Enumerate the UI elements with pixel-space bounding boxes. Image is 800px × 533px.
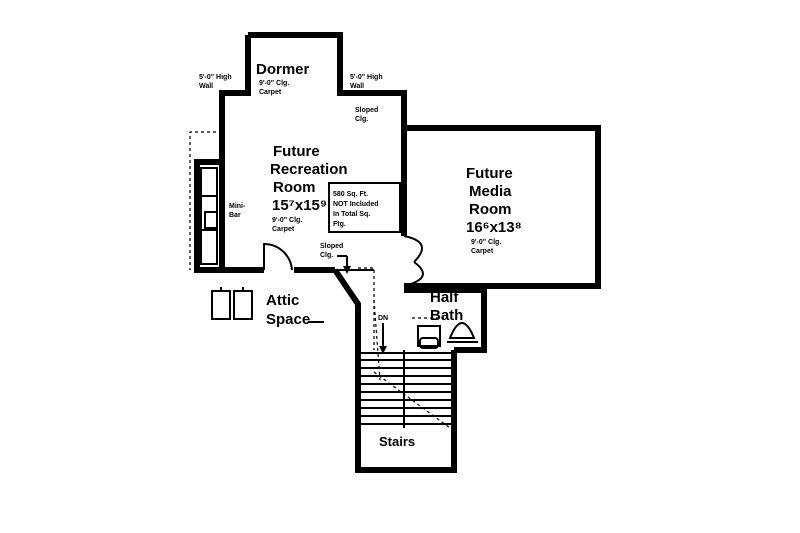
high-wall-right-line2: Wall <box>350 83 364 90</box>
area-note-line4: Ftg. <box>333 221 346 228</box>
media-label-line3: Room <box>469 201 512 218</box>
media-room-walls <box>404 125 601 289</box>
dormer-ceiling: 9'-0" Clg. <box>259 80 289 87</box>
recreation-label-line2: Recreation <box>270 161 348 178</box>
sloped-mid-line1: Sloped <box>320 243 343 250</box>
dormer-label: Dormer <box>256 61 310 78</box>
media-ceiling: 9'-0" Clg. <box>471 239 501 246</box>
recreation-label-line3: Room <box>273 179 316 196</box>
media-label-line2: Media <box>469 183 512 200</box>
media-floor: Carpet <box>471 248 494 255</box>
sloped-top-line2: Clg. <box>355 116 368 123</box>
recreation-door <box>263 242 293 271</box>
half-bath-label-line1: Half <box>430 289 459 306</box>
media-dimensions: 16⁶x13⁸ <box>466 219 522 236</box>
area-note-box <box>328 182 401 233</box>
area-note-line2: NOT Included <box>333 201 379 208</box>
high-wall-left-line2: Wall <box>199 83 213 90</box>
stairs-label: Stairs <box>379 434 415 449</box>
mini-bar-line2: Bar <box>229 212 241 219</box>
half-bath-label-line2: Bath <box>430 307 463 324</box>
recreation-ceiling: 9'-0" Clg. <box>272 217 302 224</box>
sloped-mid-line2: Clg. <box>320 252 333 259</box>
area-note-line1: 580 Sq. Ft. <box>333 191 368 198</box>
attic-label-line1: Attic <box>266 292 299 309</box>
stair-treads <box>358 352 454 429</box>
sloped-top-line1: Sloped <box>355 107 378 114</box>
high-wall-left-line1: 5'-0" High <box>199 74 232 81</box>
media-label-line1: Future <box>466 165 513 182</box>
recreation-floor: Carpet <box>272 226 295 233</box>
dn-label: DN <box>378 315 388 322</box>
half-bath-walls <box>404 287 487 353</box>
stair-down-arrow <box>379 323 387 354</box>
media-room-doors <box>403 235 424 287</box>
mini-bar-alcove <box>189 131 222 273</box>
sloped-ceiling-arrow <box>337 255 351 274</box>
area-note-line3: In Total Sq. <box>333 211 370 218</box>
recreation-room-walls <box>219 32 407 273</box>
dormer-floor: Carpet <box>259 89 282 96</box>
mini-bar-line1: Mini- <box>229 203 246 210</box>
high-wall-right-line1: 5'-0" High <box>350 74 383 81</box>
attic-label-line2: Space <box>266 311 310 328</box>
attic-storage-boxes <box>211 287 253 320</box>
recreation-label-line1: Future <box>273 143 320 160</box>
recreation-dimensions: 15⁷x15⁹ <box>272 197 327 214</box>
